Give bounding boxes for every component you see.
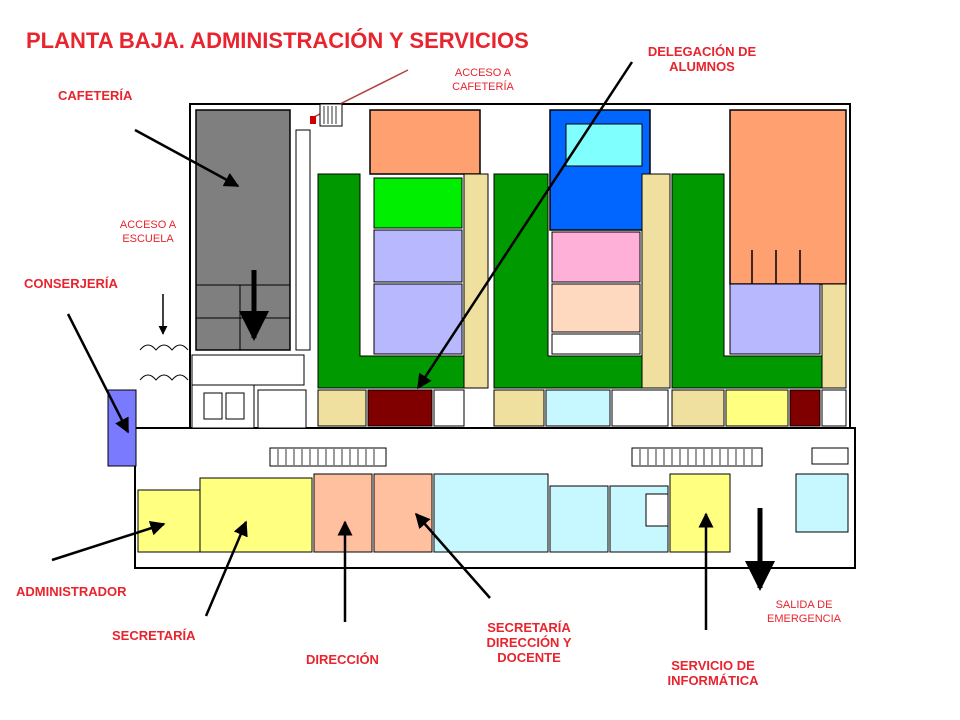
label-acceso-escuela: ACCESO A ESCUELA [119,219,177,245]
label-secretaria: SECRETARÍA [112,628,196,643]
cafeteria-room [195,109,311,351]
label-delegacion-alumnos: DELEGACIÓN DE ALUMNOS [647,44,757,74]
building-outline [134,103,856,569]
label-servicio-informatica: SERVICIO DE INFORMÁTICA [667,658,759,688]
stair-treads [277,449,753,465]
page-title: PLANTA BAJA. ADMINISTRACIÓN Y SERVICIOS [26,28,529,53]
pointer-arrows [51,61,714,630]
wing-2 [493,109,671,427]
label-direccion: DIRECCIÓN [306,652,379,667]
wing-1 [317,109,489,427]
corridor-stairs [269,447,849,467]
label-conserjeria: CONSERJERÍA [24,276,118,291]
wing-3 [671,109,847,427]
label-secretaria-direccion-docente: SECRETARÍA DIRECCIÓN Y DOCENTE [486,620,572,665]
label-administrador: ADMINISTRADOR [16,584,127,599]
label-cafeteria: CAFETERÍA [58,88,133,103]
label-acceso-cafeteria: ACCESO A CAFETERÍA [452,67,514,93]
label-salida-emergencia: SALIDA DE EMERGENCIA [767,599,841,625]
cafeteria-access-stair [310,69,409,127]
administration-row [137,473,849,553]
thick-arrows [239,270,775,591]
entrance-block [139,344,307,429]
